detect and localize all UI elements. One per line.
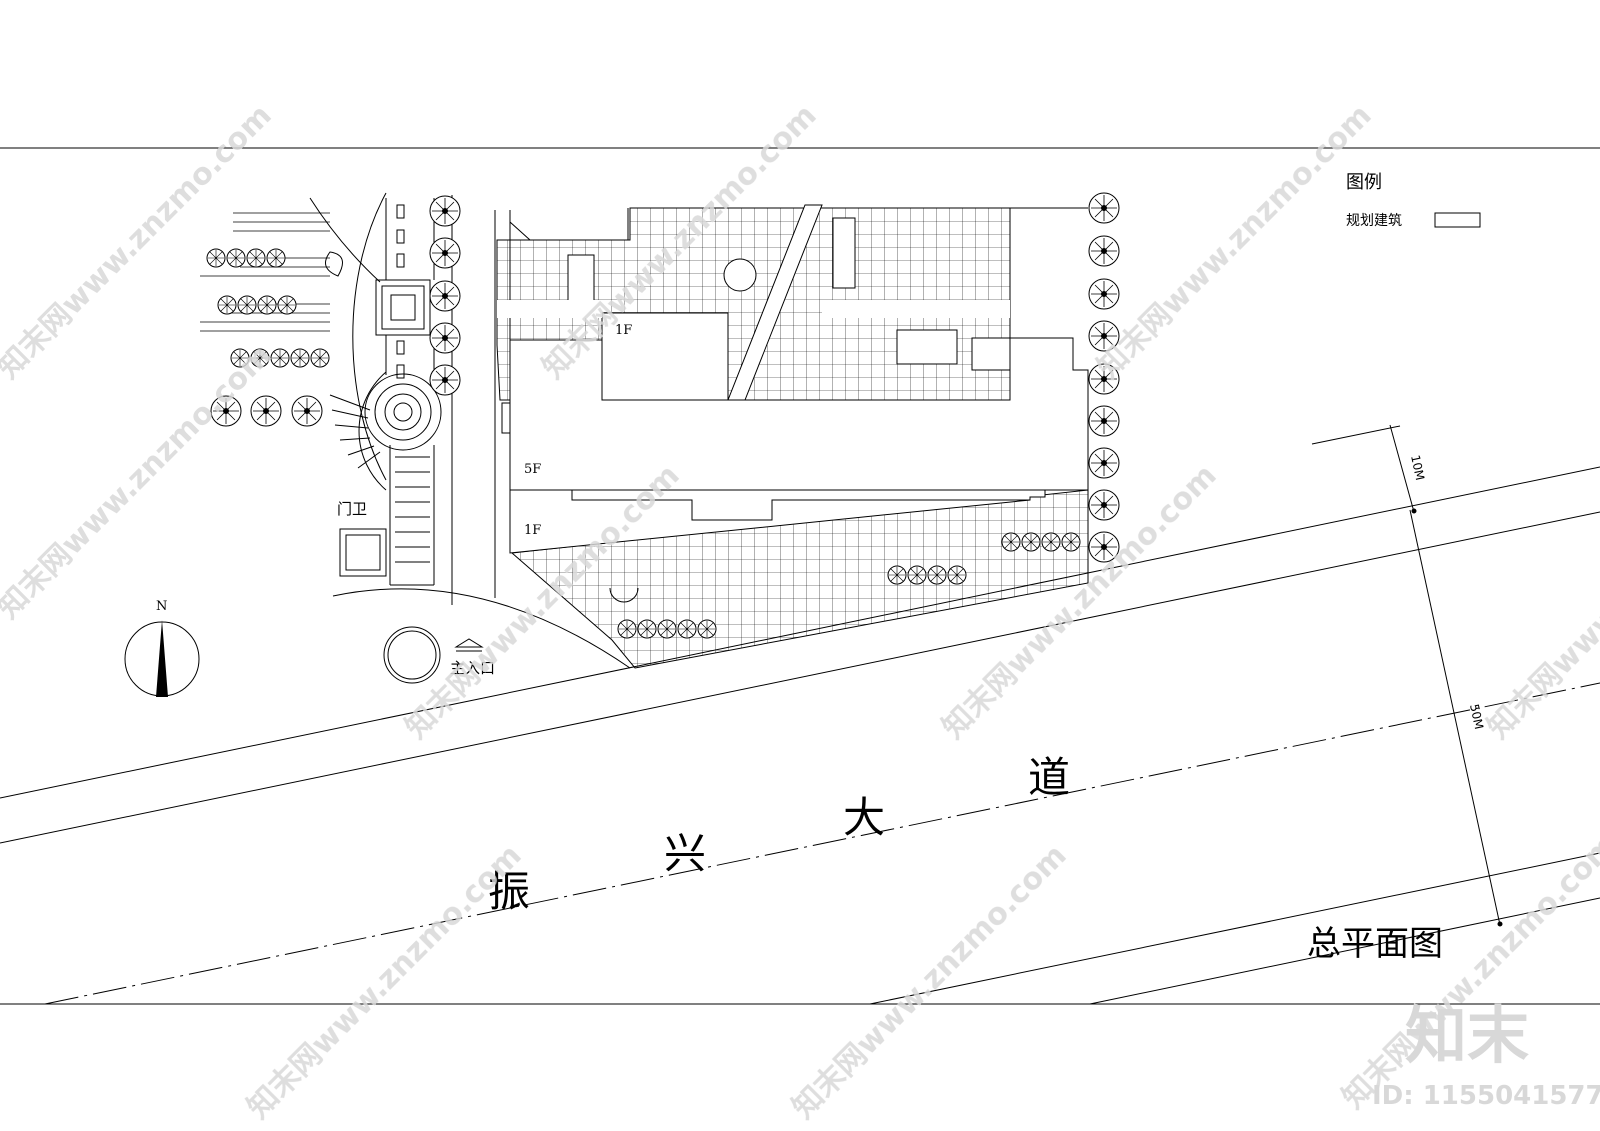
watermark-id: ID: 1155041577 [1372, 1081, 1600, 1111]
building-lower-1f [509, 489, 1046, 603]
entrance-arcs [332, 588, 631, 669]
dimension-setback: 10M [1408, 454, 1427, 482]
road-char-3: 大 [843, 793, 885, 842]
legend: 图例 规划建筑 [1346, 172, 1481, 229]
road-char-1: 振 [488, 867, 530, 916]
floor-label-main: 5F [524, 462, 541, 477]
legend-item-label: 规划建筑 [1346, 213, 1402, 229]
watermark-brand: 知末 [1405, 999, 1529, 1072]
building-upper-1f [497, 204, 1011, 401]
west-boulevard [309, 192, 453, 605]
main-entrance-marker [383, 626, 484, 684]
floor-label-upper: 1F [615, 323, 632, 338]
main-entrance-label: 主入口 [450, 659, 495, 677]
drawing-title: 总平面图 [1307, 924, 1443, 964]
legend-building-swatch [1434, 212, 1481, 228]
legend-heading: 图例 [1346, 172, 1382, 193]
north-label: N [156, 599, 167, 614]
road-name: 振 兴 大 道 [488, 753, 1070, 916]
road-char-2: 兴 [664, 829, 706, 878]
watermark-site-10: 知末网www.znzmo.com [1336, 828, 1600, 1116]
dimension-road-width: 50M [1467, 703, 1486, 731]
watermark-site-4: 知末网www.znzmo.com [0, 338, 279, 626]
watermark-site-8: 知末网www.znzmo.com [241, 838, 529, 1126]
guard-house [339, 528, 387, 577]
floor-label-lower: 1F [524, 523, 541, 538]
watermark-site-3: 知末网www.znzmo.com [1091, 98, 1379, 386]
road-char-4: 道 [1028, 753, 1070, 802]
watermark-site-7: 知末网www.znzmo.com [1481, 458, 1600, 746]
dimension-lines [1311, 424, 1503, 927]
north-arrow-icon [124, 620, 200, 697]
watermark-site-1: 知末网www.znzmo.com [0, 98, 279, 386]
guard-house-label: 门卫 [337, 500, 367, 518]
watermark-site-9: 知末网www.znzmo.com [786, 838, 1074, 1126]
